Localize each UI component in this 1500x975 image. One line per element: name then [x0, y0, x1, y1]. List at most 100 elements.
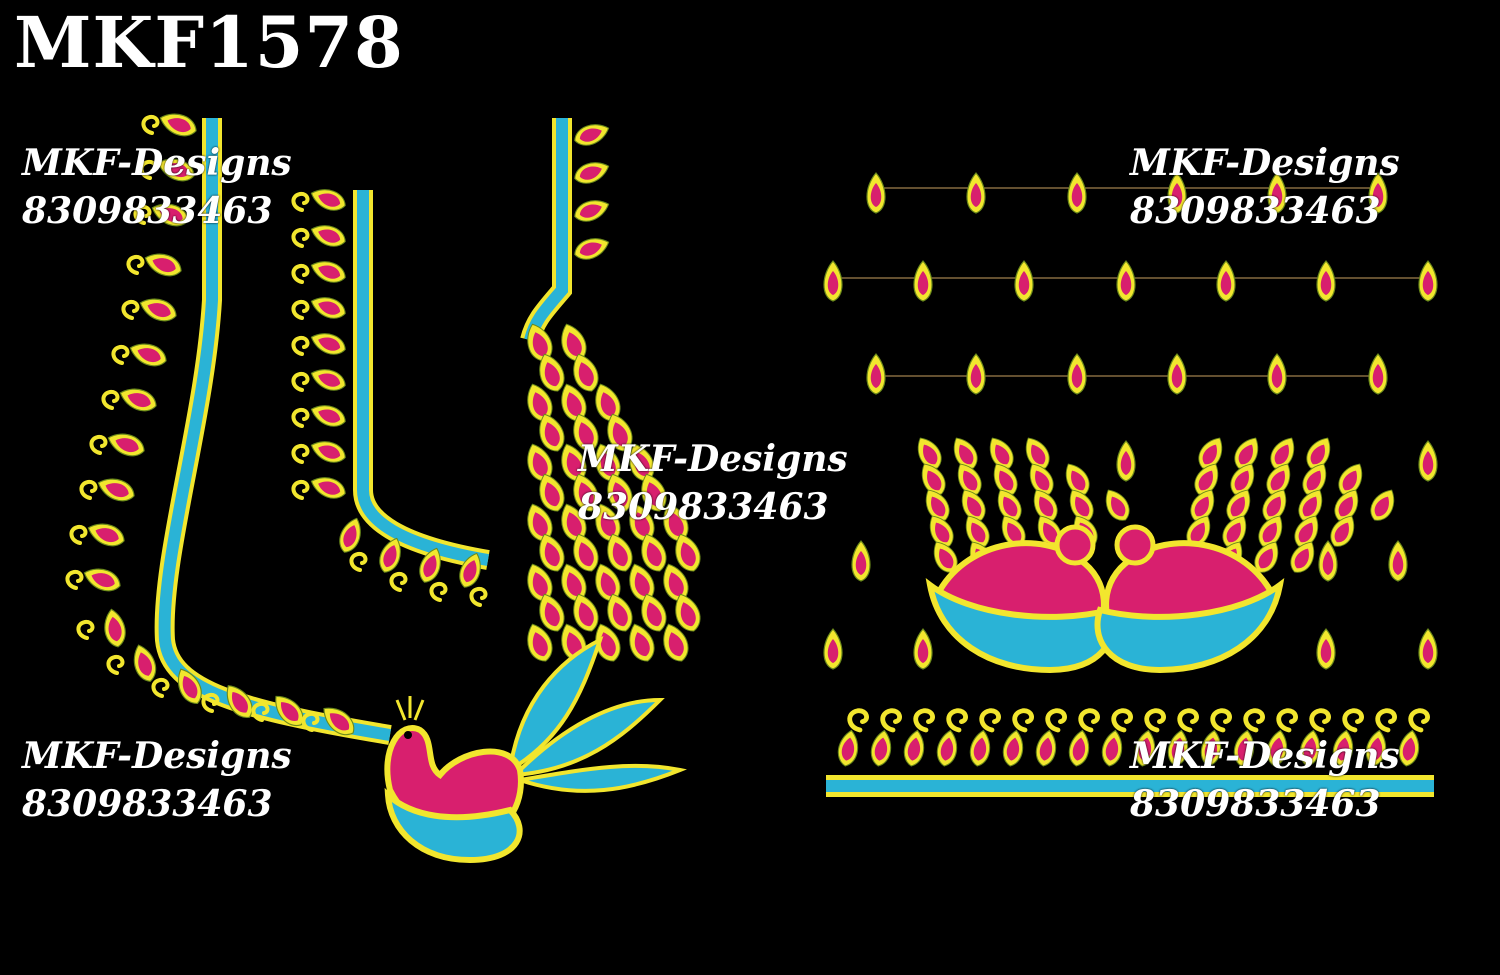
border-curl — [1378, 711, 1395, 730]
border-paisley — [901, 728, 928, 769]
watermark-brand: MKF-Designs — [1130, 735, 1400, 777]
butta-motif — [1216, 260, 1236, 302]
curl-motif — [291, 191, 310, 212]
paisley-leaf — [136, 292, 181, 326]
border-curl — [1015, 711, 1032, 730]
butta-motif — [866, 172, 886, 214]
watermark-top-right: MKF-Designs 8309833463 — [1130, 140, 1400, 235]
curl-motif — [69, 524, 88, 545]
border-curl — [1279, 711, 1296, 730]
curl-motif — [141, 114, 160, 135]
curl-motif — [291, 227, 310, 248]
curl-motif — [291, 263, 310, 284]
design-code-title: MKF1578 — [14, 1, 404, 84]
peacock-feather — [1099, 484, 1135, 526]
paisley-leaf — [84, 517, 129, 551]
curl-motif — [291, 299, 310, 320]
curl-motif — [291, 371, 310, 392]
curl-motif — [389, 571, 408, 592]
paisley-leaf — [307, 471, 349, 503]
border-curl — [883, 711, 900, 730]
watermark-phone: 8309833463 — [1130, 782, 1381, 825]
sleeve-border-design — [826, 711, 1434, 797]
watermark-phone: 8309833463 — [578, 485, 829, 528]
butta-motif — [1316, 628, 1336, 670]
curl-motif — [101, 389, 120, 410]
butta-motif — [1318, 540, 1338, 582]
border-curl — [916, 711, 933, 730]
curl-motif — [76, 619, 95, 640]
paisley-leaf — [335, 514, 367, 556]
paisley-leaf — [126, 337, 171, 371]
curl-motif — [65, 569, 84, 590]
butta-motif — [966, 353, 986, 395]
paisley-leaf — [307, 363, 349, 395]
butta-motif — [1418, 440, 1438, 482]
butta-motif — [823, 260, 843, 302]
paisley-leaf — [307, 291, 349, 323]
border-curl — [1312, 711, 1329, 730]
butta-motif — [823, 628, 843, 670]
paisley-leaf — [571, 194, 613, 226]
border-curl — [1048, 711, 1065, 730]
watermark-center: MKF-Designs 8309833463 — [578, 436, 848, 531]
watermark-phone: 8309833463 — [1130, 189, 1381, 232]
border-paisley — [1396, 728, 1423, 769]
sleeve-butta-rows — [823, 172, 1438, 670]
paisley-leaf — [307, 399, 349, 431]
paisley-leaf — [307, 255, 349, 287]
paisley-leaf — [104, 427, 149, 461]
paisley-leaf — [307, 327, 349, 359]
curl-motif — [151, 677, 170, 698]
butta-motif — [1067, 172, 1087, 214]
curl-motif — [111, 344, 130, 365]
border-paisley — [1000, 728, 1027, 769]
neck-peacock-design — [384, 118, 706, 864]
paisley-leaf — [571, 232, 613, 264]
curl-motif — [291, 479, 310, 500]
watermark-brand: MKF-Designs — [578, 438, 848, 480]
border-curl — [1147, 711, 1164, 730]
paisley-leaf — [571, 118, 613, 150]
watermark-phone: 8309833463 — [22, 782, 273, 825]
curl-motif — [291, 443, 310, 464]
curl-motif — [106, 654, 125, 675]
border-curl — [1246, 711, 1263, 730]
back-neck-design — [65, 107, 392, 745]
butta-motif — [1418, 628, 1438, 670]
butta-motif — [1316, 260, 1336, 302]
watermark-bottom-left: MKF-Designs 8309833463 — [22, 733, 292, 828]
curl-motif — [121, 299, 140, 320]
twin-peacock-motif — [911, 432, 1401, 674]
border-curl — [1180, 711, 1197, 730]
butta-motif — [1167, 353, 1187, 395]
paisley-leaf — [307, 183, 349, 215]
paisley-leaf — [307, 219, 349, 251]
curl-motif — [126, 254, 145, 275]
watermark-bottom-right: MKF-Designs 8309833463 — [1130, 733, 1400, 828]
paisley-leaf — [571, 156, 613, 188]
front-neck-design — [291, 118, 613, 607]
paisley-leaf — [141, 247, 186, 281]
paisley-leaf — [307, 435, 349, 467]
border-curl — [982, 711, 999, 730]
border-curl — [1114, 711, 1131, 730]
butta-motif — [1116, 260, 1136, 302]
curl-motif — [469, 586, 488, 607]
peacock-feather — [1365, 484, 1401, 526]
butta-motif — [1014, 260, 1034, 302]
border-curl — [1213, 711, 1230, 730]
border-paisley — [868, 728, 895, 769]
border-paisley — [835, 728, 862, 769]
butta-motif — [1418, 260, 1438, 302]
border-curl — [1411, 711, 1428, 730]
border-paisley — [967, 728, 994, 769]
curl-motif — [291, 335, 310, 356]
paisley-leaf — [100, 607, 129, 650]
butta-motif — [966, 172, 986, 214]
butta-motif — [913, 260, 933, 302]
border-paisley — [1033, 728, 1060, 769]
curl-motif — [349, 551, 368, 572]
